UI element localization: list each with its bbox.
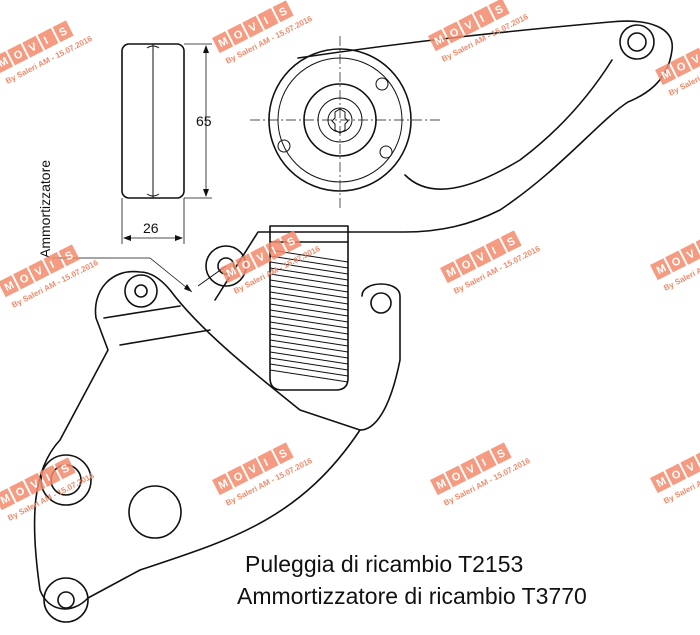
watermark-letter: I (490, 245, 498, 257)
side-label: Ammortizzatore (37, 160, 53, 258)
watermark-letter: I (262, 15, 270, 27)
watermark-letter: I (42, 35, 50, 47)
watermark-letter: S (277, 5, 289, 19)
watermark-letter: S (493, 3, 505, 17)
watermark-letter: S (277, 447, 289, 461)
damper-spring (269, 225, 349, 391)
right-mount-eyelet (359, 283, 401, 431)
side-label-group: Ammortizzatore (37, 160, 193, 293)
watermark-letter: M (0, 55, 10, 70)
watermark-letter: I (44, 472, 52, 484)
watermark-letter: I (262, 457, 270, 469)
pulley-side-view (121, 43, 185, 199)
caption-line-2: Ammortizzatore di ricambio T3770 (237, 583, 587, 609)
watermark-letter: S (505, 235, 517, 249)
bracket-holes (40, 274, 182, 623)
watermark-letter: I (48, 259, 56, 271)
watermark-letter: S (59, 462, 71, 476)
watermark-letter: S (285, 235, 297, 249)
watermark-letter: S (57, 25, 69, 39)
width-dimension: 26 (121, 198, 185, 244)
height-dimension: 65 (184, 43, 212, 199)
watermark-letter: I (478, 13, 486, 25)
caption-line-1: Puleggia di ricambio T2153 (245, 551, 523, 577)
watermark-letter: S (63, 249, 75, 263)
height-dimension-label: 65 (196, 113, 212, 129)
watermark-letter: I (480, 457, 488, 469)
width-dimension-label: 26 (143, 220, 159, 236)
watermark-letter: V (690, 52, 700, 66)
watermark-letter: S (495, 447, 507, 461)
watermark-letter: I (270, 245, 278, 257)
arm-eyelet (619, 24, 655, 60)
pulley-front-view (250, 36, 440, 210)
